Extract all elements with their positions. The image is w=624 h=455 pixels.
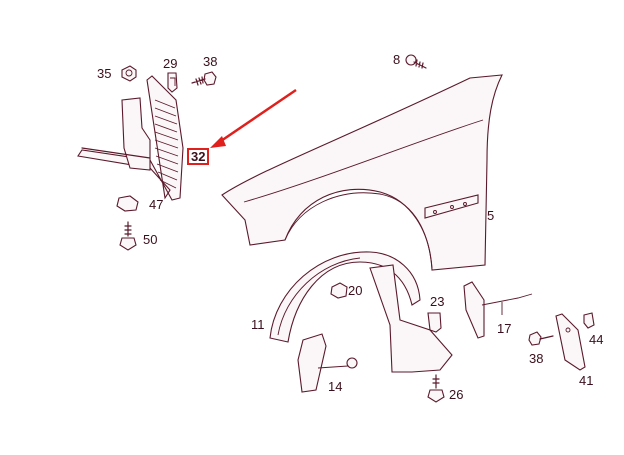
callout-38b: 38 (529, 351, 544, 366)
screw-38b-icon (528, 331, 554, 346)
nut-35-icon (121, 65, 137, 82)
callout-32-highlighted[interactable]: 32 (187, 148, 210, 165)
callout-44: 44 (589, 332, 604, 347)
callout-14: 14 (328, 379, 343, 394)
clip-nut-47-icon (116, 195, 139, 212)
trim-piece-14-icon (297, 333, 358, 393)
callout-8: 8 (393, 52, 401, 67)
callout-11: 11 (251, 317, 265, 332)
callout-5: 5 (487, 208, 495, 223)
mudflap-icon (369, 264, 453, 373)
callout-23: 23 (430, 294, 445, 309)
trim-strip-17-icon (463, 281, 533, 339)
callout-50: 50 (143, 232, 158, 247)
expansion-nut-23-icon (427, 312, 442, 333)
screw-50-icon (119, 221, 137, 251)
cover-panel-41-icon (555, 313, 586, 371)
callout-20: 20 (348, 283, 363, 298)
nut-20-icon (330, 282, 348, 299)
callout-17: 17 (497, 321, 512, 336)
screw-8-icon (405, 54, 427, 69)
callout-26: 26 (449, 387, 464, 402)
callout-29: 29 (163, 56, 178, 71)
grille-duct-32-icon (77, 75, 184, 201)
highlight-arrow-icon (210, 88, 297, 148)
screw-26-icon (427, 374, 445, 403)
callout-35: 35 (97, 66, 112, 81)
screw-38-icon (191, 71, 217, 86)
callout-47: 47 (149, 197, 164, 212)
wheel-arch-liner-11-icon (269, 251, 421, 343)
clip-44-icon (583, 312, 595, 329)
fender-5-icon (221, 74, 503, 271)
clip-29-icon (167, 72, 178, 93)
callout-38: 38 (203, 54, 218, 69)
callout-41: 41 (579, 373, 594, 388)
